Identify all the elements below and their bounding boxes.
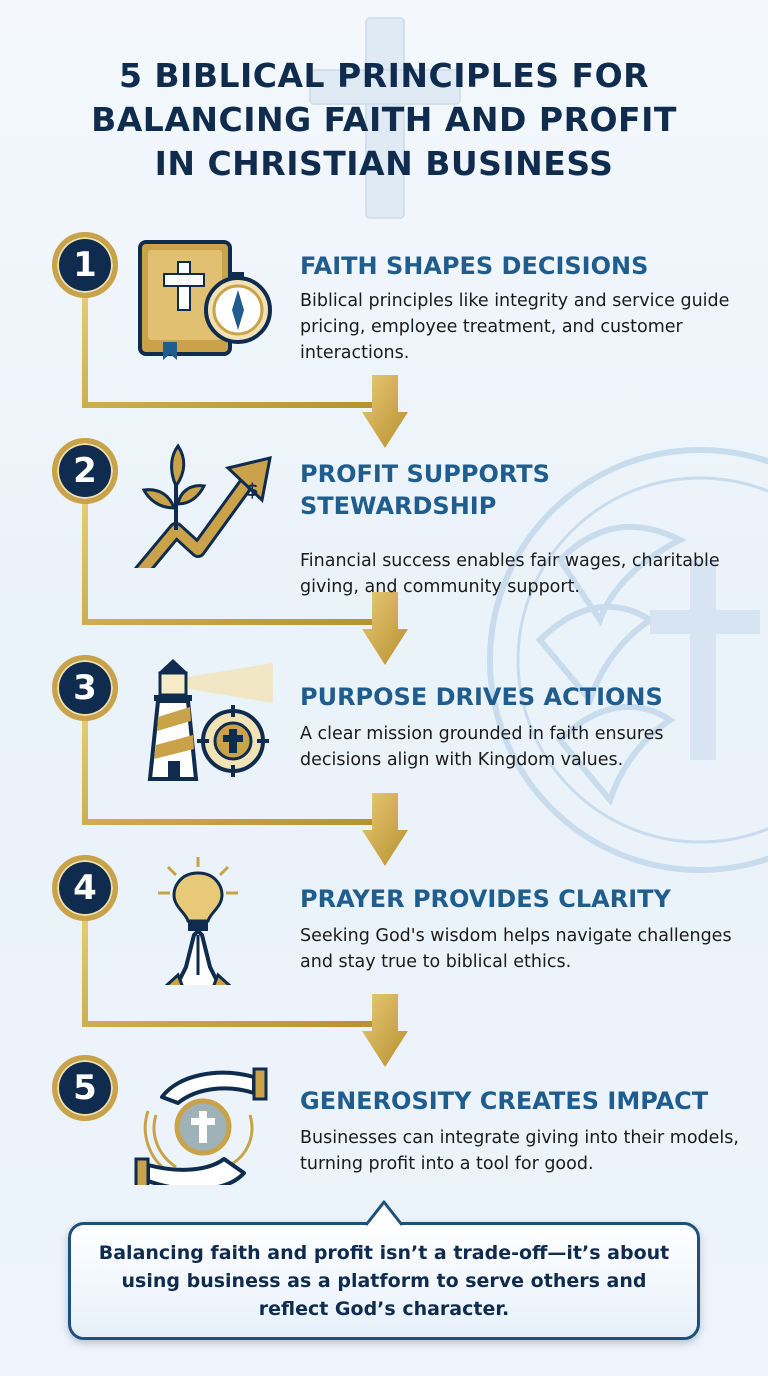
step-number-badge: 1	[52, 232, 118, 298]
cross-watermark-icon	[309, 17, 461, 219]
title-line-2: BALANCING FAITH AND PROFIT	[91, 100, 677, 139]
title-line-1: 5 BIBLICAL PRINCIPLES FOR	[118, 56, 650, 95]
step-description: Biblical principles like integrity and s…	[300, 291, 730, 363]
step-title: GENEROSITY CREATES IMPACT	[300, 1087, 709, 1115]
step-title: PROFIT SUPPORTS STEWARDSHIP	[300, 460, 550, 520]
step-description: Seeking God's wisdom helps navigate chal…	[300, 926, 732, 972]
bible-compass-icon	[138, 240, 272, 360]
arrow-1	[362, 375, 408, 448]
arrow-4	[362, 994, 408, 1067]
step-title: FAITH SHAPES DECISIONS	[300, 252, 649, 280]
plant-growth-arrow-icon: $	[133, 443, 272, 568]
connector-3	[82, 720, 385, 825]
lighthouse-target-icon	[147, 659, 273, 781]
connector-2	[82, 503, 385, 625]
step-description: Businesses can integrate giving into the…	[300, 1128, 739, 1174]
step-description: Financial success enables fair wages, ch…	[300, 551, 720, 597]
hands-globe-cross-icon	[134, 1067, 268, 1185]
summary-callout-text: Balancing faith and profit isn’t a trade…	[98, 1242, 670, 1320]
step-number-badge: 5	[52, 1055, 118, 1121]
dove-cross-emblem-icon	[487, 447, 768, 873]
step-title: PURPOSE DRIVES ACTIONS	[300, 683, 663, 711]
step-number-badge: 3	[52, 655, 118, 721]
callout-pointer	[364, 1200, 404, 1226]
step-number-badge: 4	[52, 855, 118, 921]
summary-callout: Balancing faith and profit isn’t a trade…	[68, 1222, 700, 1340]
page-title: 5 BIBLICAL PRINCIPLES FOR BALANCING FAIT…	[20, 54, 748, 186]
title-line-3: IN CHRISTIAN BUSINESS	[154, 144, 614, 183]
connector-4	[82, 920, 385, 1027]
step-description: A clear mission grounded in faith ensure…	[300, 724, 664, 770]
svg-text:$: $	[246, 480, 259, 501]
connector-1	[82, 298, 385, 408]
arrow-2	[362, 592, 408, 665]
arrow-3	[362, 793, 408, 866]
step-title: PRAYER PROVIDES CLARITY	[300, 885, 671, 913]
step-number-badge: 2	[52, 438, 118, 504]
lightbulb-praying-hands-icon	[158, 857, 238, 985]
